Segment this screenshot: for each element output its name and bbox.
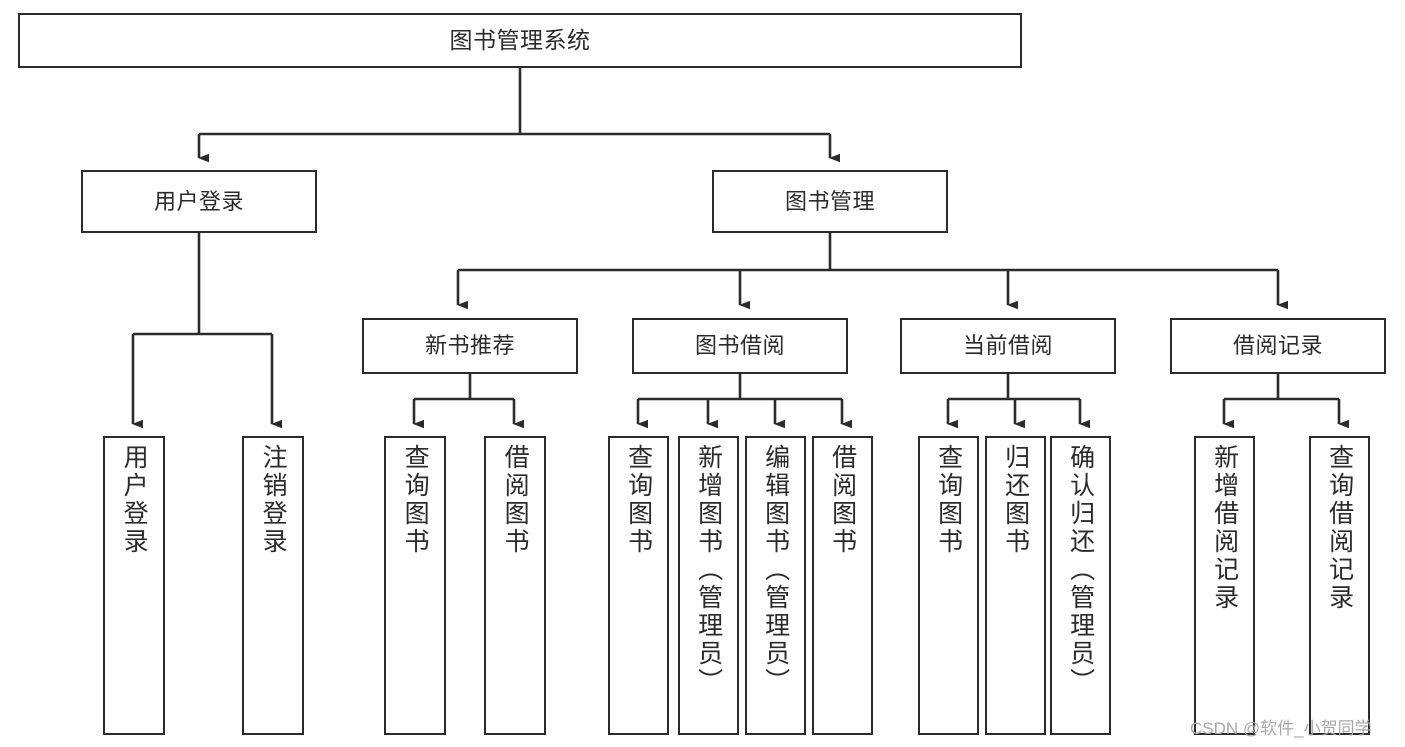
- node-label: 查询借阅记录: [1325, 444, 1354, 612]
- node-label: 借阅记录: [1232, 333, 1323, 359]
- node-user-login[interactable]: 用户登录: [81, 170, 317, 233]
- node-label: 借阅图书: [501, 444, 530, 556]
- csdn-watermark: CSDN @软件_小贺同学: [1190, 719, 1372, 738]
- node-label: 查询图书: [934, 444, 963, 556]
- node-label: 用户登录: [120, 444, 149, 556]
- node-label: 图书管理系统: [449, 27, 591, 54]
- node-label: 归还图书: [1001, 444, 1030, 556]
- leaf-logout-login[interactable]: 注销登录: [242, 436, 304, 735]
- node-label: 确认归还（管理员）: [1066, 444, 1095, 696]
- leaf-query-book-recommend[interactable]: 查询图书: [384, 436, 446, 735]
- leaf-add-book-admin[interactable]: 新增图书（管理员）: [678, 436, 739, 735]
- node-label: 编辑图书（管理员）: [761, 444, 790, 696]
- leaf-add-borrow-record[interactable]: 新增借阅记录: [1194, 436, 1255, 735]
- leaf-borrow-book-recommend[interactable]: 借阅图书: [484, 436, 546, 735]
- leaf-query-book-borrow[interactable]: 查询图书: [608, 436, 669, 735]
- node-label: 注销登录: [259, 444, 288, 556]
- node-label: 借阅图书: [828, 444, 857, 556]
- leaf-user-login[interactable]: 用户登录: [103, 436, 165, 735]
- node-new-book-recommend[interactable]: 新书推荐: [362, 318, 578, 374]
- leaf-return-book[interactable]: 归还图书: [985, 436, 1046, 735]
- node-book-management[interactable]: 图书管理: [712, 170, 948, 233]
- node-label: 图书管理: [784, 188, 875, 214]
- leaf-borrow-book[interactable]: 借阅图书: [812, 436, 873, 735]
- node-label: 新增借阅记录: [1210, 444, 1239, 612]
- node-book-borrow[interactable]: 图书借阅: [632, 318, 848, 374]
- node-label: 图书借阅: [694, 333, 785, 359]
- node-label: 查询图书: [401, 444, 430, 556]
- node-label: 当前借阅: [962, 333, 1053, 359]
- node-label: 查询图书: [624, 444, 653, 556]
- node-label: 新书推荐: [424, 333, 515, 359]
- node-borrow-record[interactable]: 借阅记录: [1170, 318, 1386, 374]
- node-root-book-management-system[interactable]: 图书管理系统: [18, 13, 1022, 68]
- leaf-confirm-return-admin[interactable]: 确认归还（管理员）: [1050, 436, 1111, 735]
- leaf-query-borrow-record[interactable]: 查询借阅记录: [1309, 436, 1370, 735]
- leaf-query-book-current[interactable]: 查询图书: [918, 436, 979, 735]
- node-current-borrow[interactable]: 当前借阅: [900, 318, 1116, 374]
- node-label: 用户登录: [153, 188, 244, 214]
- leaf-edit-book-admin[interactable]: 编辑图书（管理员）: [745, 436, 806, 735]
- node-label: 新增图书（管理员）: [694, 444, 723, 696]
